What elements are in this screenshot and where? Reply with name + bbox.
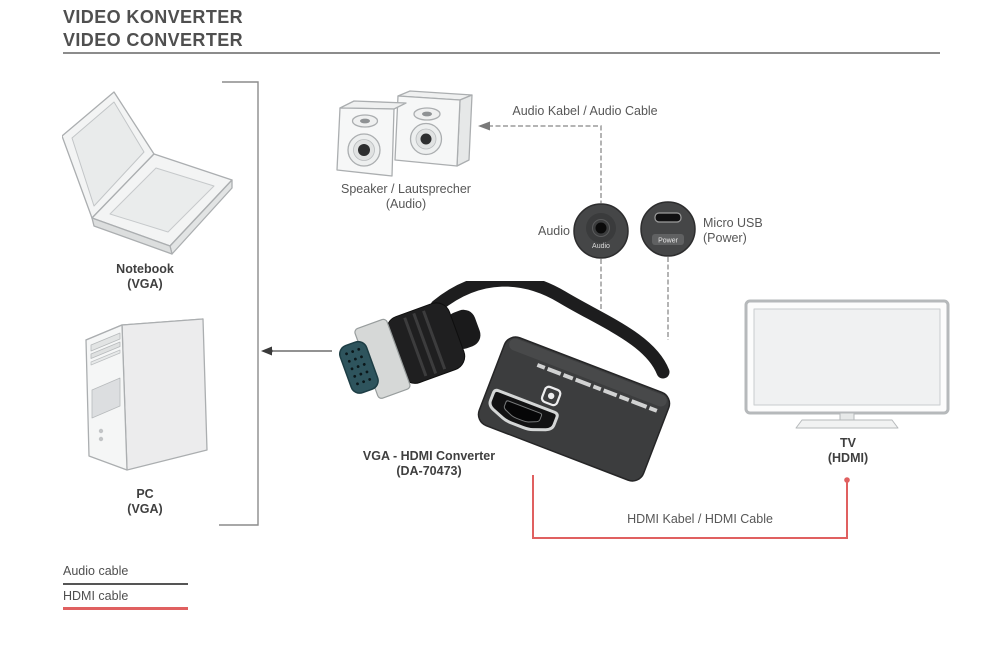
converter-logo (540, 385, 562, 407)
pc-label-line1: PC (136, 487, 154, 501)
pc-label: PC (VGA) (85, 487, 205, 517)
vga-plug (339, 302, 481, 399)
source-bracket-line (219, 81, 259, 526)
notebook-label-line2: (VGA) (127, 277, 163, 291)
tv-label-line2: (HDMI) (827, 451, 869, 465)
micro-usb-label: Micro USB (Power) (703, 216, 783, 246)
converter-label-line2: (DA-70473) (396, 464, 462, 478)
micro-usb-port-print: Power (658, 238, 679, 245)
micro-usb-label-line2: (Power) (703, 231, 747, 245)
converter-label: VGA - HDMI Converter (DA-70473) (348, 449, 510, 479)
hdmi-adapter-body (477, 336, 671, 482)
title-rule (63, 52, 940, 54)
tv-illustration (744, 299, 950, 429)
legend-audio-label: Audio cable (63, 564, 129, 578)
speakers-label-line2: (Audio) (385, 197, 427, 211)
page-title: VIDEO KONVERTER VIDEO CONVERTER (63, 6, 243, 52)
micro-usb-port: Power (640, 201, 696, 257)
legend-hdmi-line (63, 607, 188, 610)
converter-cable (430, 281, 670, 379)
printed-label-stripe (536, 363, 660, 414)
pc-label-line2: (VGA) (127, 502, 163, 516)
speaker-woofer (358, 144, 370, 156)
hdmi-cable-label: HDMI Kabel / HDMI Cable (627, 512, 773, 526)
tv-label: TV (HDMI) (808, 436, 888, 466)
page-title-line1: VIDEO KONVERTER (63, 7, 244, 27)
notebook-label-line1: Notebook (116, 262, 174, 276)
audio-cable-label: Audio Kabel / Audio Cable (512, 104, 658, 118)
pc-illustration (85, 318, 208, 471)
speakers-label: Speaker / Lautsprecher (Audio) (330, 182, 482, 212)
audio-port: Audio (573, 203, 629, 259)
vga-pins (345, 347, 372, 386)
hdmi-cable-line (532, 475, 850, 539)
hdmi-port (488, 388, 559, 432)
micro-usb-label-line1: Micro USB (703, 216, 763, 230)
notebook-illustration (62, 91, 233, 255)
speakers-illustration (336, 90, 473, 177)
tv-label-line1: TV (840, 436, 856, 450)
converter-label-line1: VGA - HDMI Converter (362, 449, 496, 463)
audio-port-label: Audio (538, 224, 570, 238)
speaker-woofer (420, 133, 432, 145)
audio-cable-line (478, 121, 602, 203)
vga-arrow (261, 346, 332, 356)
audio-port-print: Audio (592, 243, 610, 250)
notebook-label: Notebook (VGA) (85, 262, 205, 292)
legend-audio-line (63, 583, 188, 585)
speakers-label-line1: Speaker / Lautsprecher (341, 182, 471, 196)
converter-photo (339, 281, 671, 482)
page-title-line2: VIDEO CONVERTER (63, 30, 244, 50)
legend-hdmi-label: HDMI cable (63, 589, 129, 603)
